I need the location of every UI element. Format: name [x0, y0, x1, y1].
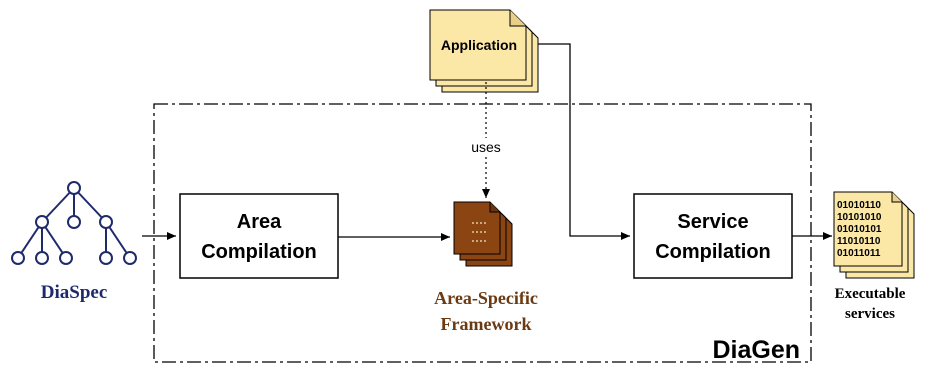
diagen-label: DiaGen [712, 336, 800, 364]
uses-label-background [466, 138, 506, 156]
binary-row: 10101010 [837, 212, 882, 223]
binary-row: 11010110 [837, 236, 881, 247]
executable-label-line1: Executable [835, 286, 906, 302]
binary-row: 01011011 [837, 248, 881, 259]
application-document-stack-icon [429, 9, 539, 93]
area-compilation-box [179, 193, 339, 279]
framework-label-line2: Framework [441, 314, 532, 334]
area-compilation-line2: Compilation [201, 241, 317, 263]
uses-label: uses [471, 139, 501, 155]
service-compilation-box [633, 193, 793, 279]
diaspec-label: DiaSpec [41, 282, 108, 303]
executable-label-line2: services [845, 306, 895, 322]
binary-text: 01010110 10101010 01010101 11010110 0101… [837, 200, 882, 259]
application-to-service-arrow [538, 43, 630, 240]
diagen-container [153, 103, 812, 363]
framework-document-stack-icon [453, 201, 513, 267]
framework-label-line1: Area-Specific [434, 288, 538, 308]
service-compilation-line1: Service [677, 211, 748, 233]
binary-row: 01010110 [837, 200, 881, 211]
application-label: Application [441, 37, 517, 53]
binary-row: 01010101 [837, 224, 882, 235]
diaspec-tree-icon [11, 181, 137, 265]
executable-document-stack-icon [833, 191, 915, 279]
service-compilation-line2: Compilation [655, 241, 771, 263]
framework-dotted-lines-icon [472, 222, 488, 242]
area-compilation-line1: Area [237, 211, 282, 233]
